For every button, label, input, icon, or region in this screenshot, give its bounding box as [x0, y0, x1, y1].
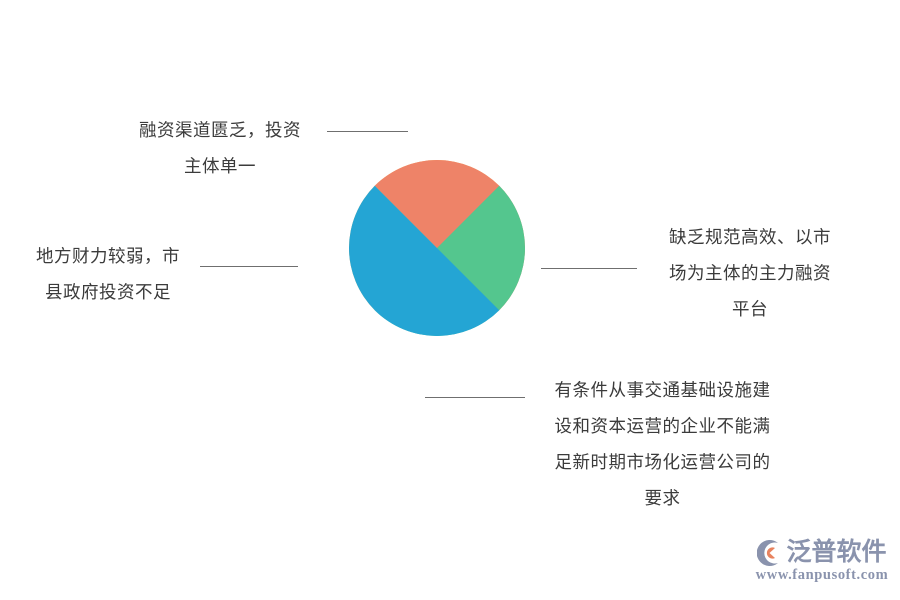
watermark-brand-row: 泛普软件: [757, 538, 887, 567]
pinwheel-blade-green: [374, 185, 525, 336]
connector-line-top-left: [327, 131, 408, 132]
pinwheel-blade-salmon: [374, 160, 525, 311]
connector-line-left: [200, 266, 298, 267]
watermark-logo: 泛普软件 www.fanpusoft.com: [752, 533, 892, 589]
callout-text-bottom-right: 有条件从事交通基础设施建 设和资本运营的企业不能满 足新时期市场化运营公司的 要…: [554, 380, 771, 508]
watermark-brand-name: 泛普软件: [786, 538, 887, 567]
fanpu-logo-icon: [757, 539, 779, 566]
callout-text-right: 缺乏规范高效、以市 场为主体的主力融资 平台: [669, 227, 831, 319]
connector-line-right: [541, 268, 637, 269]
callout-text-left: 地方财力较弱，市 县政府投资不足: [36, 246, 180, 302]
pinwheel-blade-orange: [349, 160, 500, 311]
connector-line-bottom-right: [425, 397, 525, 398]
pinwheel-blade-blue: [349, 185, 500, 336]
watermark-url: www.fanpusoft.com: [755, 566, 889, 583]
callout-text-top-left: 融资渠道匮乏，投资 主体单一: [139, 120, 301, 176]
